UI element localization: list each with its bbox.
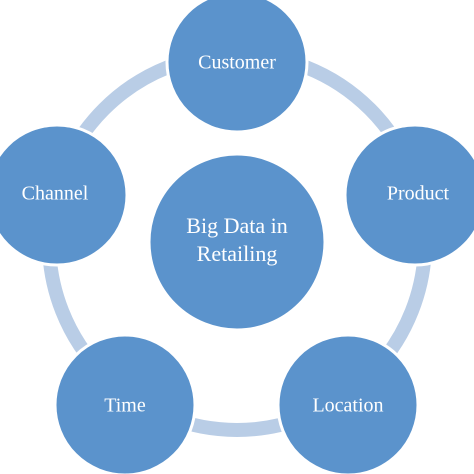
node-customer-circle — [165, 0, 309, 134]
center-node: Big Data in Retailing — [147, 152, 327, 332]
center-node-label-line2: Retailing — [197, 241, 278, 266]
node-product-circle — [343, 123, 474, 267]
center-node-label-line1: Big Data in — [186, 213, 287, 238]
center-node-circle — [147, 152, 327, 332]
node-location: Location — [276, 333, 420, 474]
node-time-label: Time — [104, 395, 146, 417]
node-customer: Customer — [165, 0, 309, 134]
node-customer-label: Customer — [198, 52, 276, 74]
node-channel-label: Channel — [22, 183, 89, 205]
node-location-circle — [276, 333, 420, 474]
node-channel-circle — [0, 123, 129, 267]
node-channel: Channel — [0, 123, 129, 267]
node-time: Time — [53, 333, 197, 474]
node-location-label: Location — [312, 395, 383, 417]
node-product: Product — [343, 123, 474, 267]
node-time-circle — [53, 333, 197, 474]
node-product-label: Product — [387, 183, 450, 205]
